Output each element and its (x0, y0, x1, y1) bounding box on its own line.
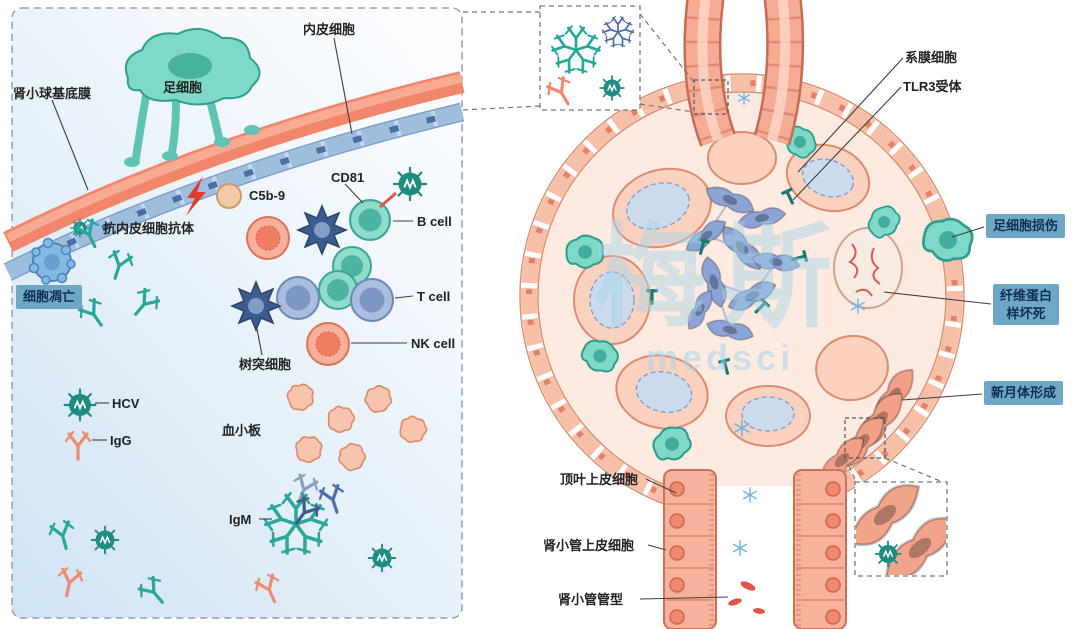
mesangial-cells (680, 179, 802, 346)
c5b9-icon (186, 176, 242, 216)
t-cell (350, 278, 394, 322)
cd81-label: CD81 (331, 170, 365, 185)
parietal-epithelial-cell-label: 顶叶上皮细胞 (560, 472, 639, 487)
fibrinoid-necrosis-line1: 纤维蛋白 (1000, 288, 1053, 303)
crescent-formation-tag: 新月体形成 (984, 381, 1064, 405)
b-cell-label: B cell (417, 214, 452, 229)
t-cell (276, 276, 320, 320)
nk-cell-label: NK cell (411, 336, 456, 351)
cd81-receptor (379, 191, 397, 209)
gbm-label: 肾小球基底膜 (13, 86, 92, 101)
virus-icon (599, 75, 625, 101)
fibrinoid-necrosis-line2: 样坏死 (1006, 305, 1046, 321)
arterioles (683, 0, 805, 147)
zoom-connector-lines (462, 11, 946, 484)
left-detail-panel (3, 7, 465, 619)
capillary-loops (573, 131, 889, 447)
igg-label: IgG (110, 433, 132, 448)
inset-crescent-zoom (854, 481, 948, 577)
podocyte-cell (124, 27, 261, 167)
fibrinoid-necrosis-area (833, 227, 903, 309)
leader-lines (51, 37, 992, 600)
fibrinoid-necrosis-tag: 纤维蛋白 样坏死 (993, 284, 1060, 326)
hcv-label: HCV (112, 396, 140, 411)
t-cell-label: T cell (417, 289, 451, 304)
podocyte-label: 足细胞 (163, 80, 203, 95)
inset-immune-complex (539, 5, 641, 111)
tubule-cast-label: 肾小管管型 (558, 592, 624, 607)
virus-icon (90, 525, 120, 555)
c5b9-label: C5b-9 (249, 188, 286, 203)
hcv-virus-icon (392, 166, 428, 202)
dendritic-cell (231, 281, 281, 331)
endothelial-cell-label: 内皮细胞 (303, 22, 356, 37)
basement-membrane (3, 71, 465, 252)
virus-icon (367, 543, 397, 573)
glomerulus-diagram (519, 0, 978, 629)
nk-cell (306, 322, 350, 366)
igm-label: IgM (229, 512, 252, 527)
dendritic-cell-label: 树突细胞 (239, 357, 292, 372)
virus-icon (874, 540, 902, 568)
mesangial-cell-label: 系膜细胞 (905, 50, 958, 65)
apoptosis-tag: 细胞凋亡 (16, 285, 83, 309)
renal-tubules (663, 469, 847, 629)
tubule-epithelial-cell-label: 肾小管上皮细胞 (543, 538, 635, 553)
dendritic-cell (297, 205, 347, 255)
immune-cell (246, 216, 290, 260)
platelets-label: 血小板 (222, 423, 262, 438)
b-cell (348, 199, 392, 241)
podocyte-injury-tag: 足细胞损伤 (986, 214, 1066, 238)
capillary-lumens (589, 158, 855, 432)
tubule-casts (728, 581, 765, 614)
tlr3-receptor-label: TLR3受体 (903, 79, 962, 94)
hcv-virus-icon (63, 388, 97, 422)
anti-endothelial-antibody-label: 抗内皮细胞抗体 (103, 221, 195, 236)
